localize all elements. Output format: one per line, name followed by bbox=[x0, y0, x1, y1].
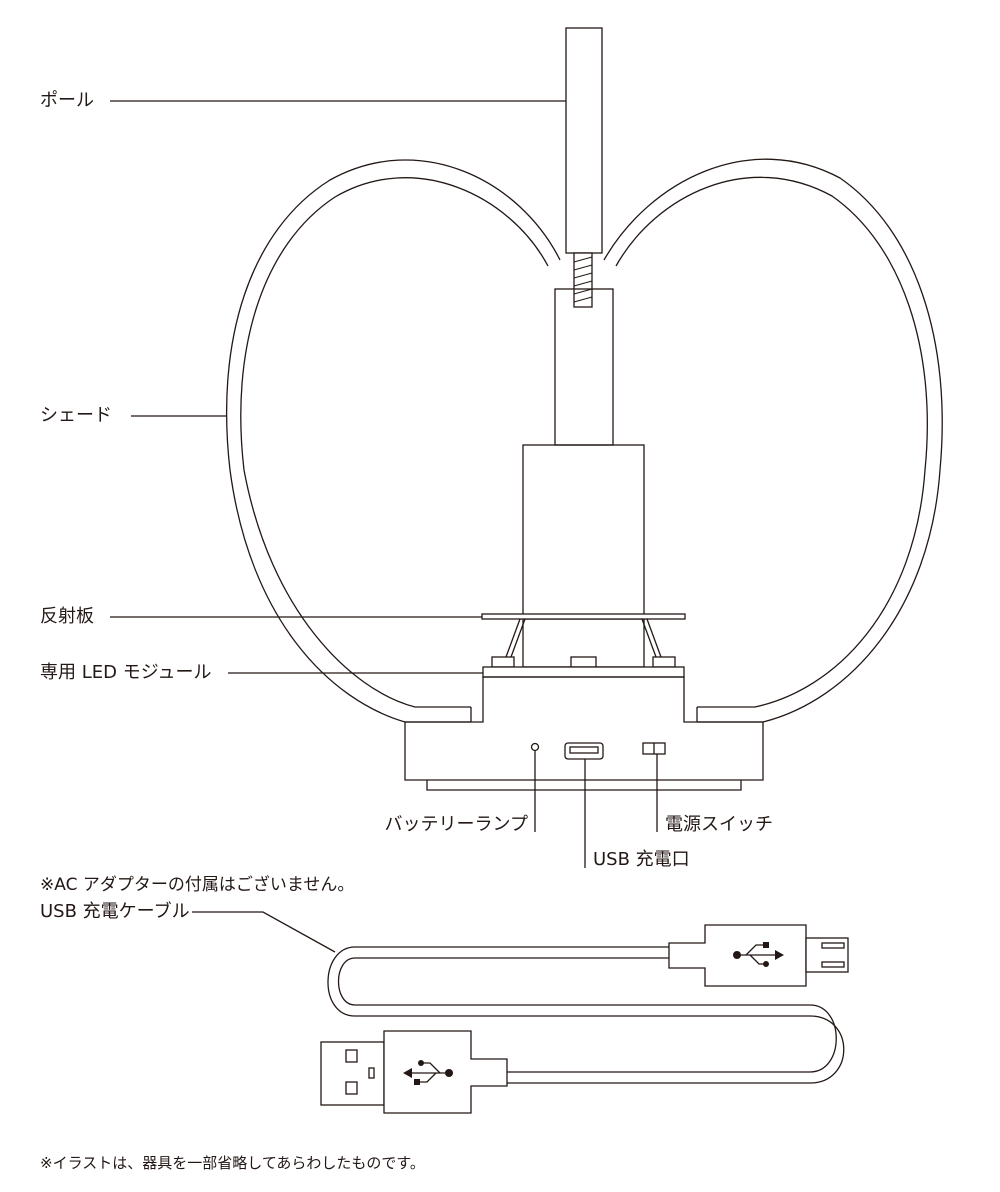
usb-a-connector bbox=[320, 1030, 508, 1114]
reflector bbox=[481, 613, 686, 658]
label-led-module: 専用 LED モジュール bbox=[40, 662, 212, 683]
label-usb-cable: USB 充電ケーブル bbox=[40, 901, 190, 922]
usb-symbol-icon bbox=[403, 1060, 453, 1085]
label-reflector: 反射板 bbox=[40, 606, 94, 627]
label-battery-lamp: バッテリーランプ bbox=[384, 814, 528, 835]
battery-lamp-indicator bbox=[530, 742, 540, 752]
usb-cable bbox=[327, 946, 845, 1084]
label-shade: シェード bbox=[40, 405, 112, 426]
screw-thread bbox=[573, 252, 593, 308]
pole bbox=[565, 27, 603, 254]
shade bbox=[225, 158, 943, 723]
label-pole: ポール bbox=[40, 90, 94, 111]
column bbox=[522, 288, 645, 668]
base bbox=[404, 676, 764, 791]
usb-symbol-icon bbox=[733, 942, 784, 967]
leader-lines bbox=[110, 100, 658, 953]
note-illustration: ※イラストは、器具を一部省略してあらわしたものです。 bbox=[40, 1154, 425, 1172]
led-module bbox=[482, 656, 685, 678]
micro-usb-connector bbox=[668, 924, 849, 987]
usb-port bbox=[564, 742, 604, 760]
label-usb-port: USB 充電口 bbox=[593, 849, 690, 870]
note-ac-adapter: ※AC アダプターの付属はございません。 bbox=[40, 875, 355, 895]
label-power-switch: 電源スイッチ bbox=[665, 814, 773, 835]
